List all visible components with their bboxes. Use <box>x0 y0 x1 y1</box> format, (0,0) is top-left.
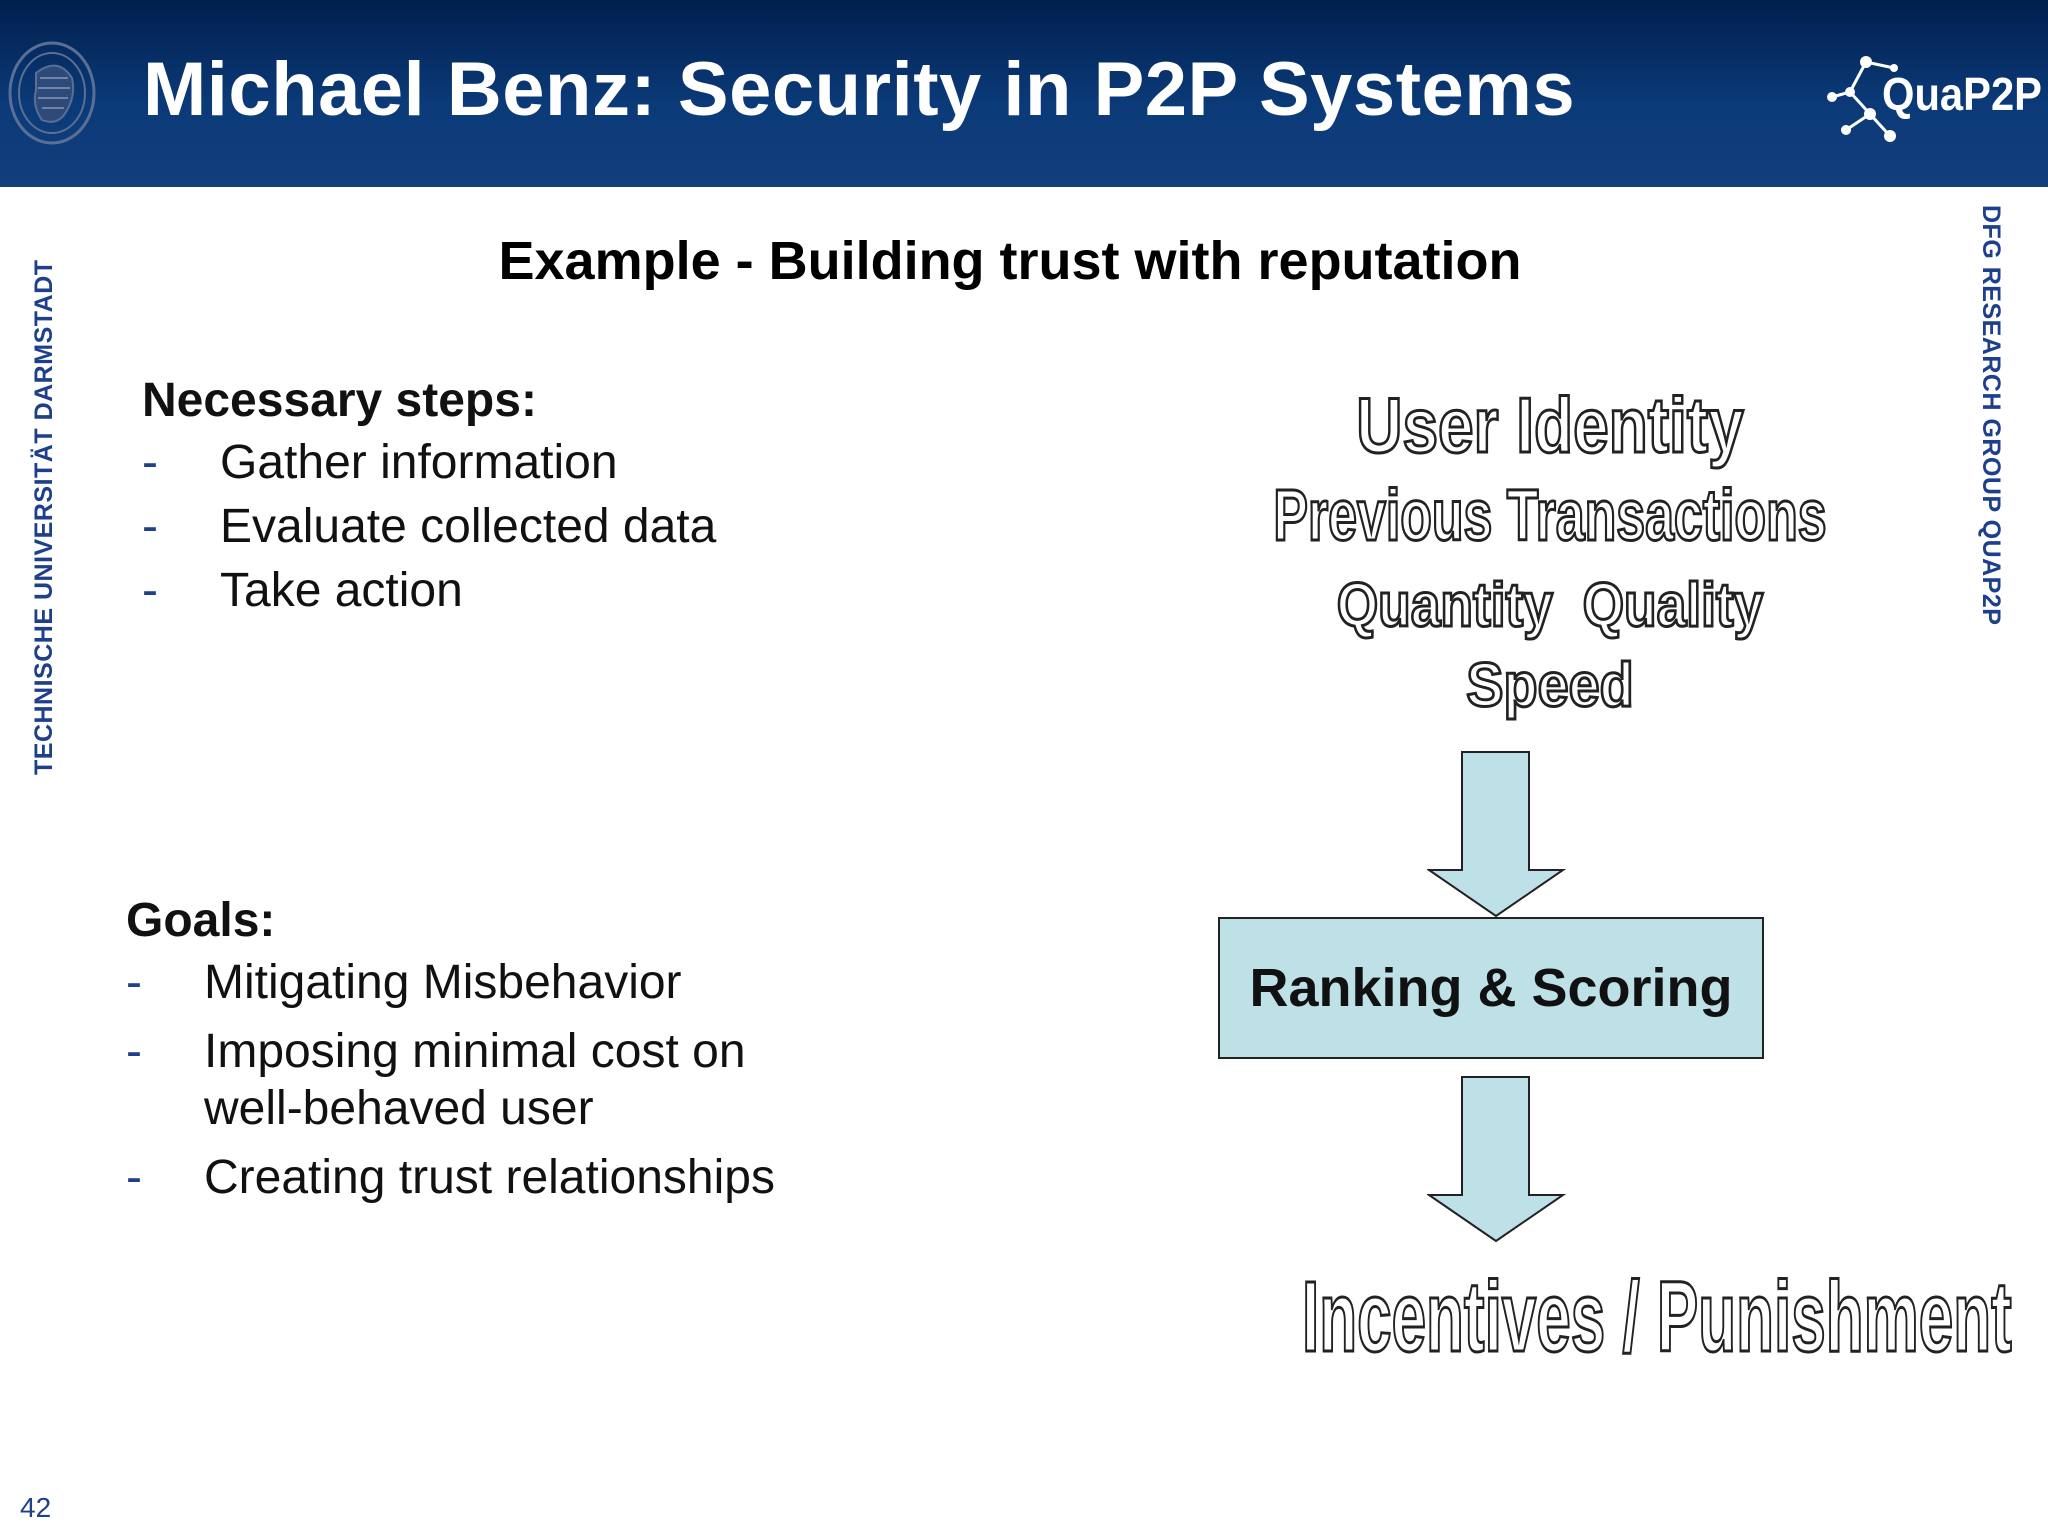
list-item-line: Creating trust relationships <box>204 1151 775 1204</box>
down-arrow-icon <box>1427 1076 1567 1243</box>
list-item-line: Imposing minimal cost on <box>204 1025 746 1078</box>
list-item-text: Take action <box>220 564 463 617</box>
goals-section: Goals: - Mitigating Misbehavior - Imposi… <box>126 893 775 1218</box>
input-quantity-quality: Quantity Quality <box>1335 570 1764 642</box>
bullet-dash: - <box>142 500 158 553</box>
output-incentives-punishment: Incentives / Punishment <box>1301 1260 2013 1375</box>
list-item: - Gather information <box>142 434 716 491</box>
steps-heading: Necessary steps: <box>142 374 537 427</box>
list-item-text: Imposing minimal cost on well-behaved us… <box>204 1023 746 1137</box>
reputation-flow-diagram: User Identity Previous Transactions Quan… <box>1150 380 2013 1380</box>
bullet-dash: - <box>126 1151 142 1204</box>
page-number: 42 <box>20 1492 52 1523</box>
list-item: - Evaluate collected data <box>142 498 716 555</box>
ranking-scoring-box: Ranking & Scoring <box>1218 917 1764 1059</box>
slide-title: Example - Building trust with reputation <box>498 231 1522 291</box>
list-item: - Imposing minimal cost on well-behaved … <box>126 1023 775 1137</box>
list-item: - Take action <box>142 562 716 619</box>
bullet-dash: - <box>142 436 158 489</box>
goals-heading: Goals: <box>126 894 276 947</box>
header-bar: Michael Benz: Security in P2P Systems Qu… <box>0 0 2048 187</box>
list-item: - Creating trust relationships <box>126 1149 775 1206</box>
svg-text:QuaP2P: QuaP2P <box>1882 68 2042 120</box>
bullet-dash: - <box>142 564 158 617</box>
input-user-identity: User Identity <box>1355 380 1745 471</box>
list-item-text: Creating trust relationships <box>204 1149 775 1206</box>
input-previous-transactions: Previous Transactions <box>1272 475 1827 558</box>
necessary-steps-section: Necessary steps: - Gather information - … <box>142 373 716 626</box>
list-item-text: Mitigating Misbehavior <box>204 954 682 1011</box>
input-speed: Speed <box>1465 650 1635 722</box>
presentation-title: Michael Benz: Security in P2P Systems <box>143 47 1576 132</box>
list-item-text: Evaluate collected data <box>220 500 717 553</box>
side-label-university: TECHNISCHE UNIVERSITÄT DARMSTADT <box>30 259 58 775</box>
bullet-dash: - <box>126 1025 142 1078</box>
bullet-dash: - <box>126 956 142 1009</box>
quap2p-logo: QuaP2P <box>1827 56 2042 142</box>
list-item-line: Mitigating Misbehavior <box>204 956 682 1009</box>
list-item: - Mitigating Misbehavior <box>126 954 775 1011</box>
list-item-line: well-behaved user <box>204 1082 594 1135</box>
tu-darmstadt-seal-icon <box>8 41 96 145</box>
down-arrow-icon <box>1427 751 1567 918</box>
list-item-text: Gather information <box>220 436 618 489</box>
